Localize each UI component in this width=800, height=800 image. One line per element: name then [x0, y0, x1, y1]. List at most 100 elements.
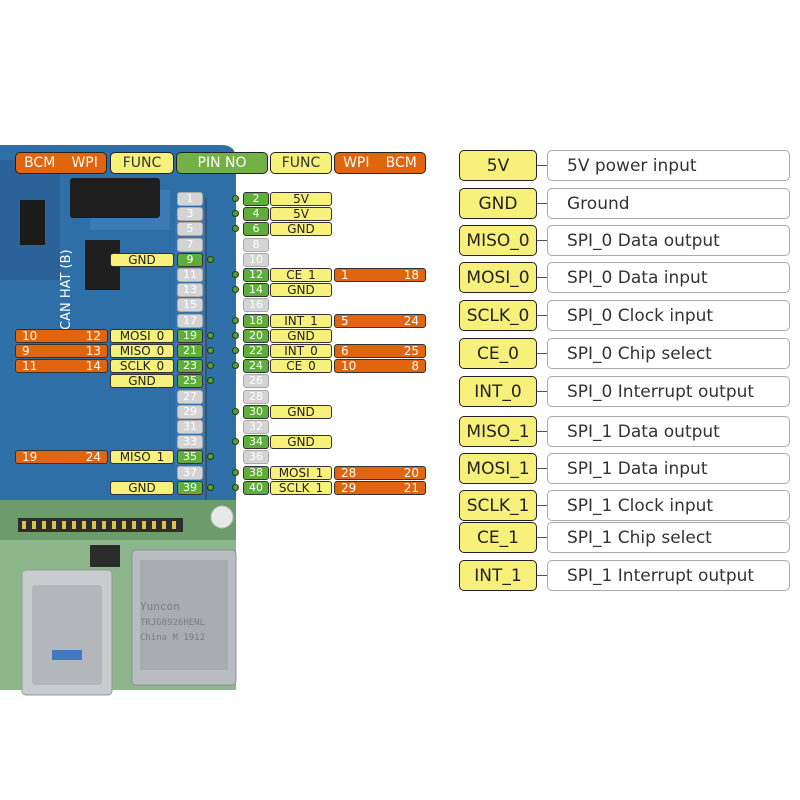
pin-24: 24 — [243, 359, 269, 374]
legend-desc-gnd: Ground — [547, 188, 790, 219]
pin-40-func: SCLK_1 — [270, 480, 332, 495]
legend-connector — [537, 468, 547, 469]
legend-desc-ce-0: SPI_0 Chip select — [547, 338, 790, 369]
pin-12-wpi: 1 — [341, 268, 349, 282]
legend-desc-int-0: SPI_0 Interrupt output — [547, 376, 790, 407]
pin-6-func: GND — [270, 222, 332, 237]
mounting-hole — [210, 505, 234, 529]
pin-18: 18 — [243, 313, 269, 328]
pin-22-func: INT_0 — [270, 344, 332, 358]
pin-40-bcm: 21 — [403, 480, 419, 495]
legend-abbr-miso-1: MISO_1 — [459, 416, 537, 447]
pin-8: 8 — [243, 237, 269, 252]
pin-23-bcm: 11 — [22, 359, 38, 374]
legend-desc-int-1: SPI_1 Interrupt output — [547, 560, 790, 591]
pin-21-func: MISO_0 — [110, 344, 174, 358]
legend-desc-5v: 5V power input — [547, 150, 790, 181]
legend-desc-mosi-0: SPI_0 Data input — [547, 262, 790, 293]
pin-18-bcm: 24 — [403, 313, 419, 328]
pin-40-wpi: 29 — [341, 480, 357, 495]
header-left-bcm: BCM — [24, 155, 56, 171]
legend-abbr-sclk-1: SCLK_1 — [459, 490, 537, 521]
pin-30: 30 — [243, 404, 269, 419]
pin-7: 7 — [177, 237, 203, 252]
pin-22-wpi: 6 — [341, 344, 349, 358]
pin-27: 27 — [177, 389, 203, 404]
legend-desc-sclk-0: SPI_0 Clock input — [547, 300, 790, 331]
pin-12: 12 — [243, 268, 269, 282]
pin-14: 14 — [243, 283, 269, 298]
pin-20-func: GND — [270, 328, 332, 343]
pin-6: 6 — [243, 222, 269, 237]
pin-40-marker — [232, 483, 239, 491]
pin-12-marker — [232, 271, 239, 278]
pin-9: 9 — [177, 252, 203, 267]
pin-14-func: GND — [270, 283, 332, 298]
gpio-header-strip — [18, 518, 183, 532]
pin-40: 40 — [243, 480, 269, 495]
pin-2-marker — [232, 195, 239, 202]
pin-24-marker — [232, 362, 239, 370]
pin-2-func: 5V — [270, 192, 332, 206]
legend-desc-miso-1: SPI_1 Data output — [547, 416, 790, 447]
pin-28: 28 — [243, 389, 269, 404]
pin-30-marker — [232, 407, 239, 415]
pin-24-bcm: 8 — [411, 359, 419, 374]
rj45-model: TRJG0926HENL — [140, 618, 205, 628]
legend-connector — [537, 505, 547, 506]
pin-32: 32 — [243, 420, 269, 434]
pin-18-marker — [232, 316, 239, 324]
pin-34-func: GND — [270, 435, 332, 450]
pin-35-func: MISO_1 — [110, 450, 174, 465]
rj45-origin: China M 1912 — [140, 633, 205, 643]
pin-38-marker — [232, 468, 239, 476]
pin-38-wpi: 28 — [341, 465, 357, 480]
rj45-brand: Yuncon — [140, 600, 180, 613]
pin-26: 26 — [243, 374, 269, 389]
legend-desc-miso-0: SPI_0 Data output — [547, 225, 790, 256]
legend-abbr-ce-1: CE_1 — [459, 522, 537, 553]
pin-16: 16 — [243, 298, 269, 313]
legend-abbr-miso-0: MISO_0 — [459, 225, 537, 256]
pin-22-marker — [232, 347, 239, 354]
pin-23: 23 — [177, 359, 203, 374]
pin-38: 38 — [243, 465, 269, 480]
legend-abbr-mosi-0: MOSI_0 — [459, 262, 537, 293]
legend-desc-ce-1: SPI_1 Chip select — [547, 522, 790, 553]
pin-19-func: MOSI_0 — [110, 328, 174, 343]
hat-name: CAN HAT (B) — [59, 249, 74, 330]
pin-21: 21 — [177, 344, 203, 358]
legend-connector — [537, 240, 547, 241]
header-right-wpi: WPI — [343, 155, 370, 171]
pin-22-numbers: 6 25 — [334, 344, 426, 358]
legend-connector — [537, 575, 547, 576]
pin-25-marker — [207, 377, 214, 385]
header-left-func: FUNC — [110, 152, 174, 174]
pin-18-func: INT_1 — [270, 313, 332, 328]
legend-connector — [537, 353, 547, 354]
pin-34: 34 — [243, 435, 269, 450]
header-right-bcm: BCM — [385, 155, 417, 171]
pin-39-func: GND — [110, 480, 174, 495]
pin-37: 37 — [177, 465, 203, 480]
pin-34-marker — [232, 438, 239, 446]
pin-10: 10 — [243, 252, 269, 267]
pin-24-wpi: 10 — [341, 359, 357, 374]
pin-21-wpi: 13 — [85, 344, 101, 358]
legend-connector — [537, 431, 547, 432]
header-left-wpi: WPI — [71, 155, 98, 171]
pin-19-wpi: 12 — [85, 328, 101, 343]
pin-9-func: GND — [110, 252, 174, 267]
legend-abbr-ce-0: CE_0 — [459, 338, 537, 369]
pin-22-bcm: 25 — [403, 344, 419, 358]
pin-4-marker — [232, 210, 239, 218]
header-pin-no: PIN NO — [176, 152, 268, 174]
pin-33: 33 — [177, 435, 203, 450]
